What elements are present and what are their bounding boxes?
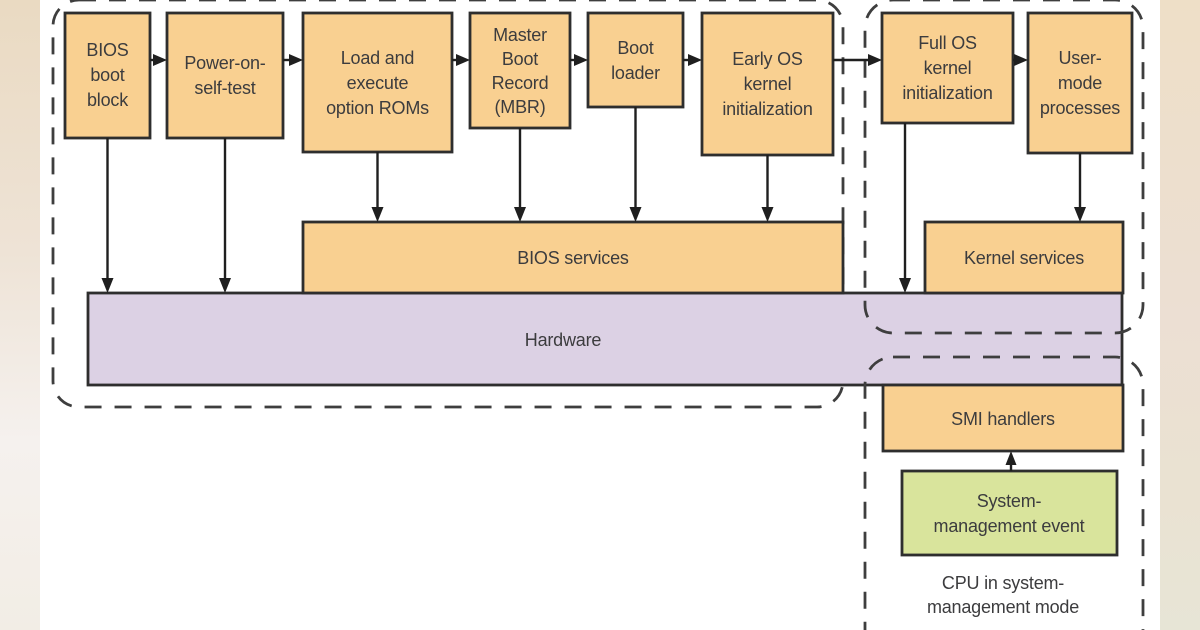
user-mode-label: processes: [1040, 98, 1120, 118]
full-os-kernel-label: initialization: [902, 83, 992, 103]
bios-boot-block-box: [63, 11, 152, 140]
arrow-event-to-smi: [1005, 451, 1017, 465]
arrow-early-os: [688, 54, 702, 66]
arrow-earlyos-to-bios-services: [761, 207, 774, 222]
os-runtime-group-outline: [863, 0, 1145, 335]
diagram-labels: BIOS boot block Power-on- self-test Load…: [86, 25, 1120, 617]
arrow-user-mode: [1014, 54, 1028, 66]
arrow-bios-to-hardware: [101, 278, 114, 293]
left-gradient-strip: [0, 0, 40, 630]
arrow-post-to-hardware: [219, 278, 231, 293]
mbr-label: (MBR): [495, 97, 546, 117]
bios-boot-block-label: BIOS: [86, 40, 128, 60]
flow-arrows: [101, 54, 1086, 471]
bios-boot-block-label: boot: [90, 65, 124, 85]
arrow-loader-to-bios-services: [629, 207, 642, 222]
bios-services-label: BIOS services: [517, 248, 629, 268]
early-os-kernel-label: kernel: [744, 74, 792, 94]
right-gradient-strip: [1160, 0, 1200, 630]
option-roms-box: [301, 11, 454, 154]
smm-group-outline: [863, 355, 1145, 630]
cpu-smm-caption: CPU in system-: [942, 573, 1064, 593]
normal-mode-group-outline: [51, 0, 845, 409]
system-management-event-box: [900, 469, 1119, 557]
hardware-label: Hardware: [525, 330, 602, 350]
arrow-boot-loader: [574, 54, 588, 66]
option-roms-label: Load and: [341, 48, 414, 68]
arrow-fullos-to-hardware: [899, 278, 911, 293]
full-os-kernel-label: Full OS: [918, 33, 977, 53]
bios-services-box: [301, 220, 845, 295]
mbr-label: Boot: [502, 49, 538, 69]
bios-boot-block-label: block: [87, 90, 129, 110]
option-roms-label: option ROMs: [326, 98, 429, 118]
kernel-services-label: Kernel services: [964, 248, 1084, 268]
user-mode-label: mode: [1058, 73, 1102, 93]
kernel-services-box: [923, 220, 1125, 295]
full-os-kernel-box: [880, 11, 1015, 125]
system-management-event-label: System-: [977, 491, 1042, 511]
arrow-option-roms: [289, 54, 303, 66]
arrow-mbr: [456, 54, 470, 66]
early-os-kernel-label: Early OS: [732, 49, 803, 69]
arrow-roms-to-bios-services: [371, 207, 384, 222]
user-mode-label: User-: [1059, 48, 1102, 68]
smi-handlers-box: [881, 383, 1125, 453]
mbr-label: Master: [493, 25, 547, 45]
boot-loader-label: Boot: [617, 38, 653, 58]
smi-handlers-label: SMI handlers: [951, 409, 1055, 429]
cpu-smm-caption: management mode: [927, 597, 1079, 617]
hardware-bar: [86, 291, 1124, 387]
option-roms-label: execute: [347, 73, 409, 93]
boot-loader-box: [586, 11, 685, 109]
arrow-usermode-to-kernel-services: [1074, 207, 1086, 222]
mbr-box: [468, 11, 572, 130]
early-os-kernel-label: initialization: [722, 99, 812, 119]
mbr-label: Record: [492, 73, 549, 93]
power-on-self-test-box: [165, 11, 285, 140]
power-on-self-test-label: Power-on-: [184, 53, 265, 73]
system-management-event-label: management event: [934, 516, 1085, 536]
power-on-self-test-label: self-test: [194, 78, 255, 98]
boot-loader-label: loader: [611, 63, 660, 83]
arrow-post: [153, 54, 167, 66]
arrow-full-os: [868, 54, 882, 66]
arrow-mbr-to-bios-services: [514, 207, 526, 222]
full-os-kernel-label: kernel: [924, 58, 972, 78]
early-os-kernel-box: [700, 11, 835, 157]
